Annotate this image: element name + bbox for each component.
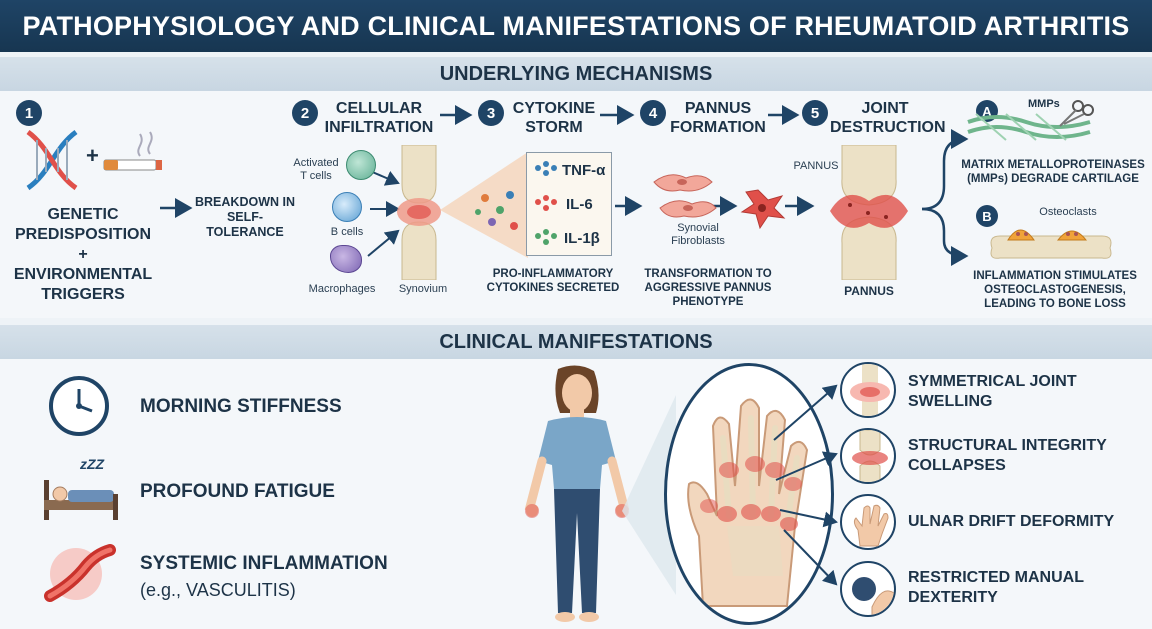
- outcome-a-caption: MATRIX METALLOPROTEINASES (MMPs) DEGRADE…: [961, 159, 1145, 185]
- step-5-title: JOINT DESTRUCTION: [830, 100, 946, 136]
- cytokine-tnf: TNF-α: [562, 162, 606, 179]
- collapsed-joint-icon: [840, 428, 896, 484]
- macrophages-label: Macrophages: [308, 283, 376, 295]
- dna-icon: [26, 129, 78, 191]
- t-cell-icon: [346, 150, 376, 180]
- breakdown-label: BREAKDOWN IN SELF-TOLERANCE: [195, 195, 295, 239]
- mechanisms-heading: UNDERLYING MECHANISMS: [0, 57, 1152, 91]
- synovium-joint-icon: [397, 145, 441, 280]
- synovium-label: Synovium: [398, 283, 448, 295]
- ulnar-drift-hand-icon: [840, 494, 896, 550]
- macrophage-icon: [330, 245, 362, 273]
- fibroblast-icons: [653, 174, 786, 230]
- b-cell-icon: [332, 192, 362, 222]
- fibroblasts-label: Synovial Fibroblasts: [671, 222, 725, 247]
- bone-osteoclast-icon: [990, 229, 1112, 259]
- cigarette-icon: [103, 131, 162, 171]
- morning-stiffness-label: MORNING STIFFNESS: [140, 396, 342, 417]
- cytokine-particles: [535, 161, 557, 245]
- cytokine-il6: IL-6: [566, 196, 593, 213]
- outcome-b-caption: INFLAMMATION STIMULATES OSTEOCLASTOGENES…: [973, 270, 1137, 310]
- b-cells-label: B cells: [330, 226, 364, 238]
- pannus-pointer-label: PANNUS: [793, 160, 839, 172]
- cartilage-scissors-icon: [967, 100, 1094, 141]
- destroyed-joint-icon: [830, 145, 908, 280]
- mechanism-flow-arrows: [160, 105, 969, 266]
- structural-integrity-label: STRUCTURAL INTEGRITY COLLAPSES: [908, 437, 1107, 474]
- plus-sign: +: [86, 143, 99, 168]
- step-4-caption: TRANSFORMATION TO AGGRESSIVE PANNUS PHEN…: [644, 268, 772, 308]
- cytokine-il1b: IL-1β: [564, 230, 600, 247]
- outcome-b-letter: B: [976, 205, 998, 227]
- clinical-heading: CLINICAL MANIFESTATIONS: [0, 325, 1152, 359]
- sleeping-person-icon: [44, 480, 118, 520]
- systemic-inflammation-label: SYSTEMIC INFLAMMATION: [140, 553, 388, 574]
- hand-grip-icon: [840, 561, 896, 617]
- hand-xray-icon: [687, 398, 809, 607]
- step-2-title: CELLULAR INFILTRATION: [324, 100, 434, 136]
- page-title: PATHOPHYSIOLOGY AND CLINICAL MANIFESTATI…: [0, 0, 1152, 52]
- step-4-title: PANNUS FORMATION: [670, 100, 766, 136]
- step-3-caption: PRO-INFLAMMATORY CYTOKINES SECRETED: [486, 268, 620, 294]
- zoom-wedge: [622, 395, 676, 595]
- vasculitis-sublabel: (e.g., VASCULITIS): [140, 580, 296, 600]
- swollen-joint-icon: [840, 362, 896, 418]
- step-1-number: 1: [16, 100, 42, 126]
- symmetrical-swelling-label: SYMMETRICAL JOINT SWELLING: [908, 373, 1077, 410]
- activated-t-cells-label: Activated T cells: [293, 157, 339, 182]
- ulnar-drift-label: ULNAR DRIFT DEFORMITY: [908, 513, 1115, 530]
- step-3-title: CYTOKINE STORM: [512, 100, 596, 136]
- restricted-dexterity-label: RESTRICTED MANUAL DEXTERITY: [908, 569, 1084, 606]
- step-3-number: 3: [478, 100, 504, 126]
- step-1-label: GENETIC PREDISPOSITION + ENVIRONMENTAL T…: [13, 206, 153, 303]
- step-4-number: 4: [640, 100, 666, 126]
- step-5-caption: PANNUS: [844, 284, 894, 298]
- osteoclasts-label: Osteoclasts: [1039, 206, 1097, 218]
- inflamed-vessel-icon: [44, 544, 116, 602]
- zzz-text: zZZ: [80, 456, 105, 472]
- step-5-number: 5: [802, 100, 828, 126]
- cytokine-release-cone: [440, 152, 528, 258]
- hand-zoom-circle: [664, 363, 834, 625]
- step-2-number: 2: [292, 100, 318, 126]
- clock-icon: [49, 376, 109, 436]
- hand-connectors: [773, 384, 838, 586]
- mmps-label: MMPs: [1028, 98, 1060, 110]
- profound-fatigue-label: PROFOUND FATIGUE: [140, 481, 335, 502]
